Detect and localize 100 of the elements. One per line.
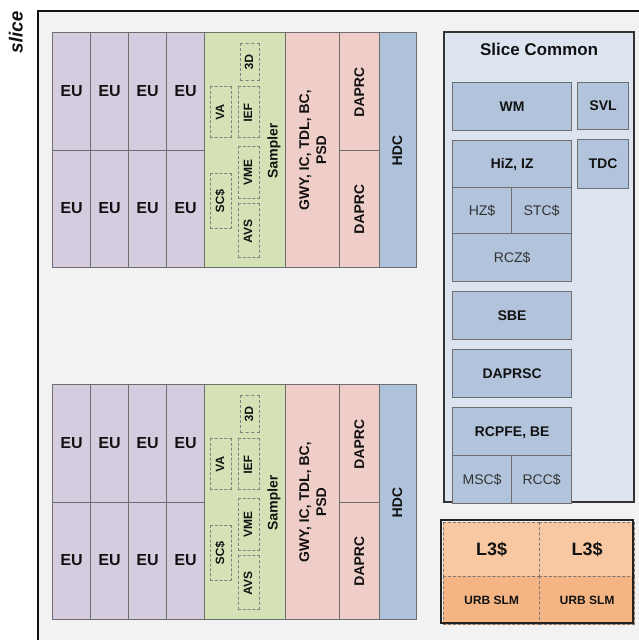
block-label: EU [136, 200, 159, 218]
block-label: GWY, IC, TDL, BC, PSD [296, 440, 330, 564]
sub-unit-outline [238, 498, 260, 551]
unit-block [339, 502, 380, 620]
block-label: EU [136, 552, 159, 570]
sub-unit-outline [240, 43, 260, 81]
execution-unit-block [90, 502, 129, 620]
unit-block [577, 82, 629, 130]
execution-unit-block [128, 502, 167, 620]
unit-block [285, 32, 340, 268]
block-label: TDC [588, 156, 618, 172]
sub-unit-label: VA [214, 456, 228, 472]
block-label: EU [136, 434, 159, 452]
sub-unit-label: SC$ [214, 541, 228, 565]
block-label: L3$ [476, 540, 508, 560]
block-label: DAPRC [352, 66, 368, 116]
sub-unit-label: AVS [242, 570, 256, 594]
sub-unit-label: 3D [243, 54, 257, 70]
execution-unit-block [166, 384, 205, 503]
unit-block [511, 455, 572, 504]
unit-block [379, 384, 417, 620]
execution-unit-block [128, 32, 167, 151]
block-label: RCZ$ [494, 250, 530, 266]
block-label: SVL [589, 98, 617, 114]
unit-block [452, 233, 572, 282]
block-label: Sampler [263, 473, 282, 532]
execution-unit-block [90, 150, 129, 268]
block-label: HiZ, IZ [490, 156, 534, 172]
sub-unit-outline [238, 86, 260, 138]
block-label: DAPRC [352, 418, 368, 468]
execution-unit-block [90, 32, 129, 151]
sub-unit-outline [210, 525, 232, 581]
unit-block [339, 32, 380, 151]
execution-unit-block [52, 384, 91, 503]
block-label: MSC$ [462, 472, 502, 488]
execution-unit-block [90, 384, 129, 503]
block-label: EU [98, 552, 121, 570]
block-label: EU [98, 82, 121, 100]
block-label: EU [60, 200, 83, 218]
unit-block [452, 455, 512, 504]
block-label: GWY, IC, TDL, BC, PSD [296, 88, 330, 212]
sub-unit-outline [210, 438, 232, 490]
sub-unit-label: 3D [243, 406, 257, 422]
block-label: EU [174, 552, 197, 570]
cache-block [539, 522, 635, 577]
unit-block [339, 384, 380, 503]
sub-unit-outline [238, 203, 260, 258]
sub-unit-outline [210, 173, 232, 229]
block-label: RCC$ [522, 472, 561, 488]
block-label: Sampler [263, 121, 282, 180]
block-label: EU [136, 82, 159, 100]
block-label: SBE [498, 308, 526, 324]
block-label: URB SLM [560, 594, 614, 608]
execution-unit-block [128, 384, 167, 503]
sub-unit-outline [210, 86, 232, 138]
block-label: DAPRSC [482, 366, 542, 382]
block-label: EU [60, 434, 83, 452]
sampler-block [204, 384, 286, 620]
unit-block [452, 140, 572, 188]
sub-unit-outline [238, 555, 260, 610]
block-label: HZ$ [468, 202, 496, 218]
sub-unit-label: VA [214, 104, 228, 120]
block-label: EU [174, 200, 197, 218]
block-label: L3$ [571, 540, 603, 560]
execution-unit-block [52, 32, 91, 151]
unit-block [339, 150, 380, 268]
block-label: STC$ [524, 202, 560, 218]
execution-unit-block [166, 150, 205, 268]
block-label: EU [98, 200, 121, 218]
block-label: URB SLM [464, 594, 519, 608]
block-label: DAPRC [352, 536, 368, 586]
sub-unit-label: VME [242, 159, 256, 186]
cache-block [443, 522, 540, 577]
sub-unit-label: SC$ [214, 189, 228, 213]
cache-block [539, 576, 635, 625]
block-label: DAPRC [352, 184, 368, 234]
unit-block [452, 187, 512, 234]
block-label: WM [500, 98, 524, 114]
block-label: EU [174, 82, 197, 100]
execution-unit-block [128, 150, 167, 268]
sub-unit-label: IEF [242, 102, 256, 122]
block-label: RCPFE, BE [474, 424, 550, 440]
unit-block [452, 82, 572, 131]
slice-common-panel [443, 31, 635, 503]
block-label: EU [60, 82, 83, 100]
sub-unit-label: IEF [242, 454, 256, 474]
block-label: EU [174, 434, 197, 452]
sub-unit-outline [240, 395, 260, 433]
cache-block [443, 576, 540, 625]
unit-block [285, 384, 340, 620]
sub-unit-label: VME [242, 511, 256, 538]
unit-block [452, 291, 572, 340]
block-label: HDC [390, 486, 406, 518]
block-label: EU [98, 434, 121, 452]
sub-unit-label: AVS [242, 218, 256, 242]
unit-block [511, 187, 572, 234]
unit-block [452, 407, 572, 456]
unit-block [452, 349, 572, 398]
unit-block [379, 32, 417, 268]
sampler-block [204, 32, 286, 268]
